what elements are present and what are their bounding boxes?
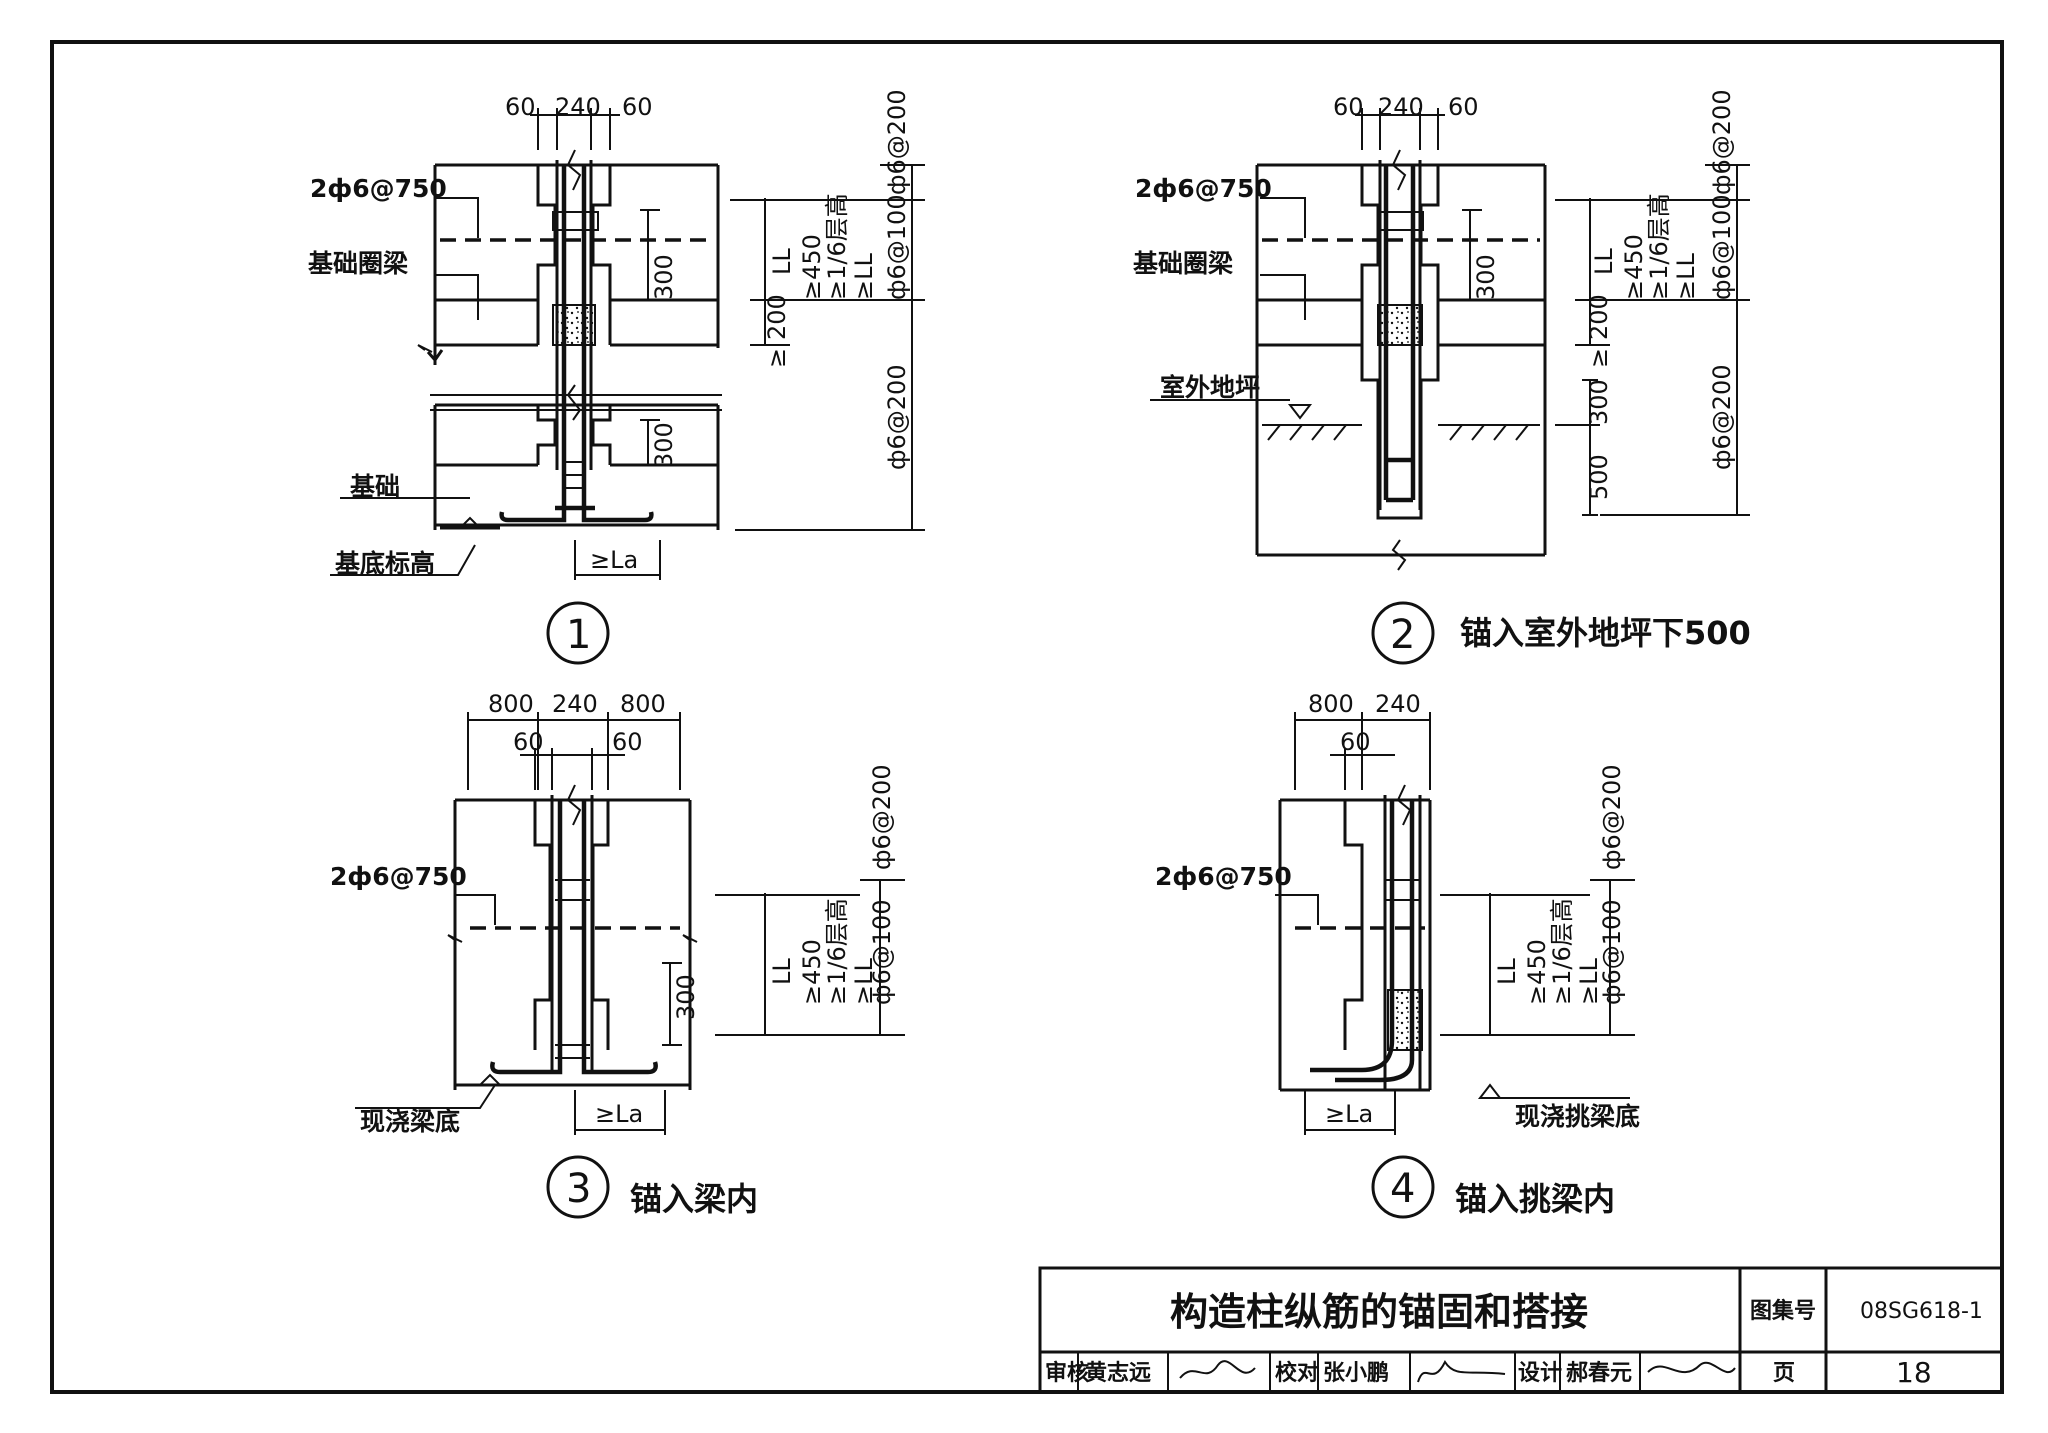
d3-dim-ll: LL (768, 958, 796, 985)
d1-label-base-elev: 基底标高 (335, 549, 435, 578)
d3-anchor: ≥La (595, 1100, 643, 1128)
design-name: 郝春元 (1566, 1361, 1632, 1386)
d1-dim-300-lower: 300 (650, 422, 678, 468)
d3-dim-ge450: ≥450 (798, 939, 826, 1005)
d2-dim-60-left: 60 (1333, 93, 1364, 121)
d2-caption: 锚入室外地坪下500 (1460, 614, 1751, 652)
atlas-value: 08SG618-1 (1860, 1299, 1983, 1324)
d3-dim-60-left: 60 (513, 728, 544, 756)
d4-number: 4 (1390, 1166, 1415, 1212)
d2-stirrup-top: ф6@200 (1708, 89, 1736, 195)
d2-dim-ll: LL (1590, 248, 1618, 275)
check-signature (1417, 1359, 1506, 1383)
d1-label-ties: 2ф6@750 (310, 174, 447, 203)
d3-dim-300: 300 (672, 974, 700, 1020)
d3-label-beam-bottom: 现浇梁底 (360, 1107, 460, 1136)
d2-dim-500: 500 (1585, 454, 1613, 500)
d1-label-foundation: 基础 (350, 472, 400, 501)
d3-dim-800-right: 800 (620, 690, 666, 718)
d4-dim-800: 800 (1308, 690, 1354, 718)
d2-dim-ge450: ≥450 (1620, 234, 1648, 300)
d3-dim-60-right: 60 (612, 728, 643, 756)
design-signature (1647, 1361, 1736, 1374)
page-value: 18 (1896, 1356, 1932, 1389)
d2-dim-ge-sixth: ≥1/6层高 (1645, 193, 1673, 300)
d2-dim-60-right: 60 (1448, 93, 1479, 121)
d2-stirrup-bot: ф6@200 (1708, 364, 1736, 470)
d2-dim-300-upper: 300 (1472, 254, 1500, 300)
d3-number: 3 (566, 1166, 591, 1212)
d1-dim-ge450: ≥450 (798, 234, 826, 300)
d2-stirrup-mid: ф6@100 (1708, 194, 1736, 300)
review-label: 审核 (1045, 1360, 1089, 1386)
d4-dim-ge-ll: ≥LL (1575, 958, 1603, 1005)
d1-dim-ge: ≥ (763, 348, 791, 368)
detail-1: 60 240 60 2ф6@750 基础圈梁 基础 基底标高 300 300 2… (308, 89, 925, 665)
d3-caption: 锚入梁内 (630, 1180, 758, 1218)
d3-dim-800-left: 800 (488, 690, 534, 718)
d4-dim-240: 240 (1375, 690, 1421, 718)
d4-anchor: ≥La (1325, 1100, 1373, 1128)
check-label: 校对 (1275, 1360, 1319, 1386)
d4-label-beam-bottom: 现浇挑梁底 (1515, 1102, 1640, 1131)
title-block: 构造柱纵筋的锚固和搭接 图集号 08SG618-1 审核 黄志远 校对 张小鹏 … (1038, 1266, 2004, 1394)
title: 构造柱纵筋的锚固和搭接 (1170, 1290, 1588, 1334)
d4-dim-60: 60 (1340, 728, 1371, 756)
d1-stirrup-mid: ф6@100 (883, 194, 911, 300)
review-signature (1179, 1360, 1256, 1379)
d1-dim-ge-sixth: ≥1/6层高 (823, 193, 851, 300)
d3-dim-240: 240 (552, 690, 598, 718)
check-name: 张小鹏 (1323, 1360, 1389, 1386)
d1-dim-60-right: 60 (622, 93, 653, 121)
d1-dim-ge-ll: ≥LL (850, 253, 878, 300)
d1-stirrup-bot: ф6@200 (883, 364, 911, 470)
d4-stirrup-top: ф6@200 (1598, 764, 1626, 870)
d3-dim-ge-ll: ≥LL (850, 958, 878, 1005)
d4-stirrup-mid: ф6@100 (1598, 899, 1626, 1005)
d4-dim-ge-sixth: ≥1/6层高 (1548, 898, 1576, 1005)
page-label: 页 (1773, 1361, 1795, 1386)
design-label: 设计 (1518, 1361, 1562, 1386)
d3-dim-ge-sixth: ≥1/6层高 (823, 898, 851, 1005)
d1-dim-200: 200 (763, 294, 791, 340)
d4-dim-ge450: ≥450 (1523, 939, 1551, 1005)
atlas-label: 图集号 (1750, 1298, 1816, 1324)
d4-label-ties: 2ф6@750 (1155, 862, 1292, 891)
d2-label-ring-beam: 基础圈梁 (1133, 249, 1233, 278)
d2-dim-ge: ≥ (1585, 348, 1613, 368)
d1-dim-240: 240 (555, 93, 601, 121)
d2-number-circle (1371, 601, 1435, 665)
d3-number-circle (546, 1155, 610, 1219)
d1-stirrup-top: ф6@200 (883, 89, 911, 195)
detail-2: 60 240 60 2ф6@750 基础圈梁 室外地坪 300 200 ≥ LL… (1133, 89, 1751, 665)
d1-label-ring-beam: 基础圈梁 (308, 249, 408, 278)
d3-stirrup-mid: ф6@100 (868, 899, 896, 1005)
d2-dim-240: 240 (1378, 93, 1424, 121)
d2-dim-ge-ll: ≥LL (1672, 253, 1700, 300)
detail-4: 800 240 60 2ф6@750 现浇挑梁底 LL ≥450 ≥1/6层高 … (1155, 690, 1640, 1219)
sheet-frame (50, 40, 2004, 1394)
review-name: 黄志远 (1085, 1361, 1151, 1386)
d3-label-ties: 2ф6@750 (330, 862, 467, 891)
d2-label-ties: 2ф6@750 (1135, 174, 1272, 203)
d1-dim-300-upper: 300 (650, 254, 678, 300)
d3-stirrup-top: ф6@200 (868, 764, 896, 870)
d2-label-grade: 室外地坪 (1160, 373, 1260, 402)
detail-3: 800 240 800 60 60 2ф6@750 现浇梁底 300 LL ≥4… (330, 690, 905, 1219)
d4-caption: 锚入挑梁内 (1455, 1180, 1615, 1218)
d2-dim-300-lower: 300 (1585, 379, 1613, 425)
d4-number-circle (1371, 1155, 1435, 1219)
d1-dim-ll: LL (768, 248, 796, 275)
d1-dim-60-left: 60 (505, 93, 536, 121)
d2-number: 2 (1390, 612, 1415, 658)
d4-dim-ll: LL (1493, 958, 1521, 985)
d1-number-circle (546, 601, 610, 665)
d2-dim-200: 200 (1585, 294, 1613, 340)
d1-anchor: ≥La (590, 546, 638, 574)
d1-number: 1 (566, 612, 591, 658)
